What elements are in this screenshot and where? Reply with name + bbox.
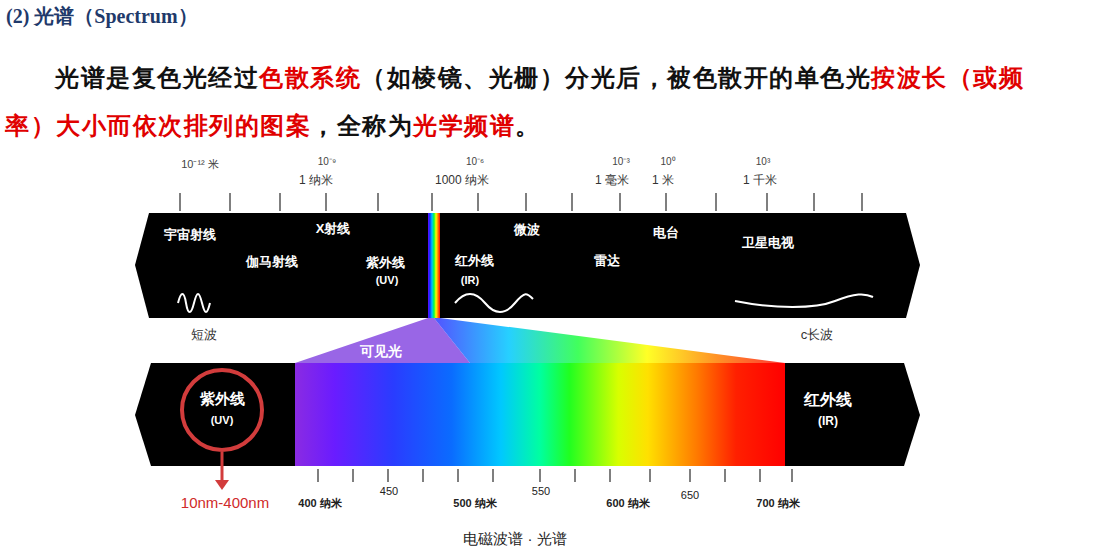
spectrum-band: 红外线 (IR) 紫外线 (UV) <box>135 363 920 466</box>
wavelength-label: 700 纳米 <box>756 497 799 510</box>
circle-outline <box>182 370 262 450</box>
wavelength-label: 500 纳米 <box>453 497 496 510</box>
band-label: (IR) <box>818 415 838 429</box>
band-label: 紫外线 <box>200 390 245 407</box>
body-text: 光谱是复色光经过 <box>55 64 259 91</box>
band-label: 微波 <box>514 223 540 238</box>
band-label: (UV) <box>211 414 234 427</box>
body-text: 。 <box>515 112 541 139</box>
band-label: 紫外线 <box>366 256 405 271</box>
uv-range-label: 10nm-400nm <box>181 494 269 511</box>
nm-ticks <box>318 469 792 482</box>
long-wave <box>735 294 873 307</box>
definition-paragraph: 光谱是复色光经过色散系统（如棱镜、光栅）分光后，被色散开的单色光按波长（或频率）… <box>5 54 1035 150</box>
scale-label: 10⁻⁹ <box>318 156 336 168</box>
highlight-text: 光学频谱 <box>413 112 515 139</box>
scale-label: 1 米 <box>652 174 674 188</box>
wavelength-label: 650 <box>681 489 699 502</box>
scale-label: 10³ <box>756 156 770 168</box>
band-shape <box>135 363 920 466</box>
band-label: X射线 <box>316 222 351 237</box>
band-label: (UV) <box>376 274 399 287</box>
uv-arrow <box>221 452 224 466</box>
uv-arrowhead <box>215 480 229 490</box>
band-label: 伽马射线 <box>246 255 298 270</box>
visible-light-label: 可见光 <box>360 343 402 359</box>
wavelength-label: 400 纳米 <box>298 497 341 510</box>
rainbow-strip <box>428 213 440 318</box>
band-label: 红外线 <box>455 254 494 269</box>
spectrum-band: 宇宙射线伽马射线 X射线紫外线 (UV) 红外线 (IR) 微波雷达 电台卫星电视 <box>135 213 920 318</box>
scale-label: 10⁻³ <box>612 156 629 168</box>
section-heading: (2) 光谱（Spectrum） <box>6 5 198 28</box>
scale-label: 10⁻¹² 米 <box>181 158 219 171</box>
body-text: ，全称为 <box>311 112 413 139</box>
shape-outline <box>180 368 264 452</box>
wave-label: 短波 <box>191 328 217 343</box>
shape-outline <box>135 363 920 466</box>
band-label: (IR) <box>461 274 479 287</box>
highlight-circle: 紫外线 (UV) <box>180 368 264 452</box>
band-label: 卫星电视 <box>742 236 794 251</box>
band-label: 宇宙射线 <box>164 228 216 243</box>
rainbow-fan <box>434 318 785 363</box>
band-label: 雷达 <box>594 254 620 269</box>
band-label: 电台 <box>653 226 679 241</box>
scale-label: 10⁻⁶ <box>466 156 484 168</box>
wavelength-label: 550 <box>532 485 550 498</box>
short-wave <box>178 294 210 312</box>
band-label: 红外线 <box>804 391 852 409</box>
figure-caption: 电磁波谱 · 光谱 <box>463 530 566 547</box>
scale-label: 1000 纳米 <box>435 174 489 188</box>
body-text: （如棱镜、光栅）分光后，被色散开的单色光 <box>361 64 871 91</box>
scale-label: 1 千米 <box>743 174 777 188</box>
wave-label: c长波 <box>801 328 834 343</box>
uv-arrow <box>221 466 224 481</box>
wavelength-label: 450 <box>380 485 398 498</box>
scale-label: 1 纳米 <box>299 174 333 188</box>
visible-spectrum <box>295 363 785 466</box>
scale-label: 1 毫米 <box>595 174 629 188</box>
scale-ticks <box>180 193 862 211</box>
ir-wave <box>455 294 533 312</box>
band-shape <box>135 213 920 318</box>
scale-label: 10⁰ <box>660 156 675 168</box>
highlight-text: 色散系统 <box>259 64 361 91</box>
wavelength-label: 600 纳米 <box>606 497 649 510</box>
